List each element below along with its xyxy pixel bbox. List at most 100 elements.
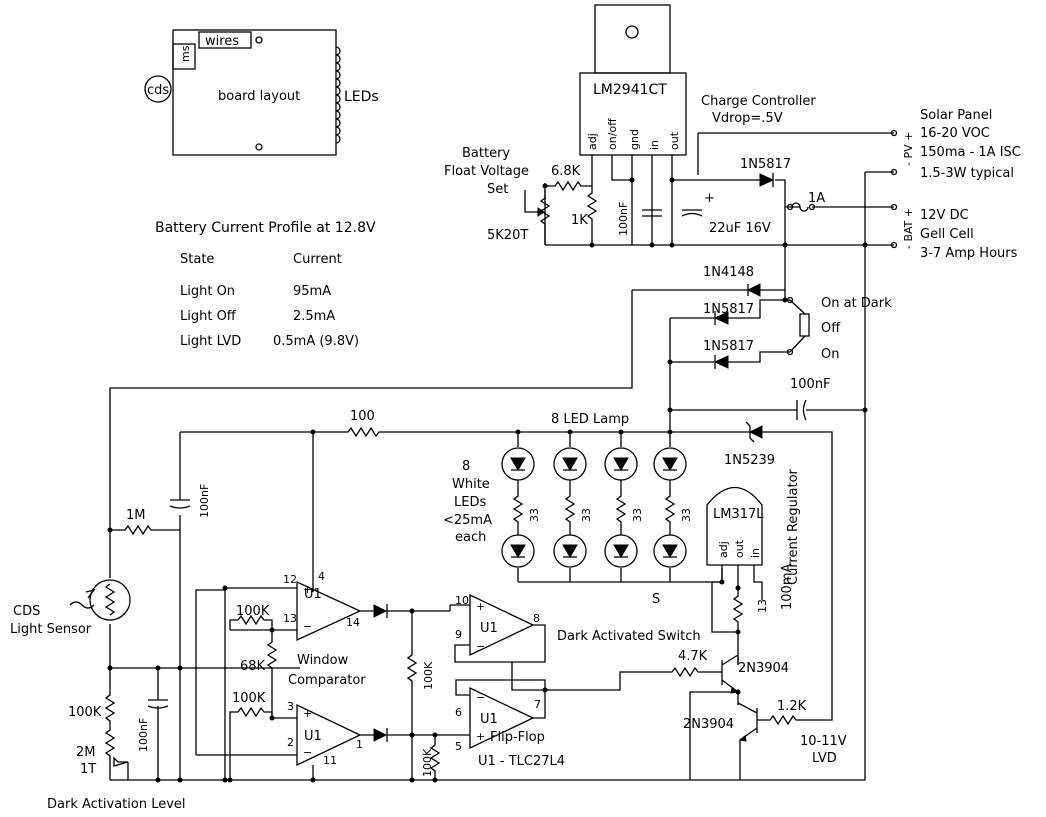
profile-title: Battery Current Profile at 12.8V (155, 220, 376, 236)
lm317-pin-label: adj (717, 541, 730, 558)
board-wires-label: wires (205, 34, 239, 49)
lm317-pin-label: in (749, 548, 762, 558)
cds-label-2: Light Sensor (10, 622, 92, 637)
profile-row-state: Light On (180, 284, 235, 299)
pin-label: 14 (346, 616, 360, 629)
pin-label: 11 (323, 754, 337, 767)
profile-row-state: Light LVD (180, 334, 241, 349)
resistor-68k (266, 630, 278, 718)
dark-switch-label: Dark Activated Switch (557, 629, 701, 644)
resistor-6k8 (545, 180, 592, 192)
resistor-100-label: 100 (350, 409, 375, 424)
capacitor-label: 100nF (137, 718, 150, 752)
diode-label: 1N4148 (703, 265, 754, 280)
resistor-1k-label: 1K (571, 213, 588, 228)
lm317-label: Current Regulator (786, 468, 801, 585)
svg-text:−: − (303, 620, 312, 633)
resistor-6k8-label: 6.8K (551, 164, 581, 179)
led-string: 33 (604, 432, 644, 582)
diode-1n5817-on (713, 355, 729, 369)
capacitor-label: 100nF (198, 484, 211, 518)
board-leds-label: LEDs (344, 89, 379, 105)
svg-text:−: − (476, 691, 485, 704)
resistor-label: 68K (240, 659, 266, 674)
resistor-1k2 (737, 703, 812, 726)
switch-off: Off (821, 321, 841, 336)
comparator-label: Comparator (288, 673, 366, 688)
float-label-2: Float Voltage (444, 164, 529, 179)
capacitor-100nf-left (169, 499, 191, 509)
capacitor-label: 100nF (617, 202, 630, 236)
pot-2m-label: 2M (76, 745, 96, 760)
svg-text:−: − (303, 746, 312, 759)
led-resistor-label: 33 (528, 508, 541, 522)
opamp-label: U1 (304, 587, 322, 602)
resistor-100k-ff (406, 611, 418, 780)
lm317-current: 100mA (780, 564, 795, 610)
opamp-u1-flipflop: U1 − + (469, 686, 535, 750)
diode-1n5817-charge (759, 173, 775, 187)
battery-type: Gell Cell (920, 227, 974, 242)
regulator-pin-label: out (668, 131, 681, 150)
resistor-1m-label: 1M (126, 508, 146, 523)
resistor-13 (732, 588, 744, 632)
capacitor-22uf (681, 209, 703, 217)
lamp-desc: White (452, 477, 490, 492)
battery-capacity: 3-7 Amp Hours (920, 246, 1018, 261)
pin-label: 2 (287, 736, 294, 749)
lamp-desc: LEDs (454, 495, 486, 510)
resistor-1m (110, 432, 181, 780)
profile-header-current: Current (293, 252, 342, 267)
regulator-pin-label: adj (586, 133, 599, 150)
svg-text:+: + (476, 730, 485, 743)
board-cds-label: cds (147, 83, 169, 98)
resistor-1k (586, 183, 598, 245)
solar-power: 1.5-3W typical (920, 166, 1014, 181)
pot-1t-label: 1T (80, 762, 96, 777)
fuse-label: 1A (808, 191, 825, 206)
regulator-name: LM2941CT (593, 82, 667, 98)
capacitor-100nf (642, 209, 662, 217)
resistor-100k-ff2 (429, 735, 441, 780)
transistor-2n3904-lower (737, 702, 758, 780)
led-resistor-label: 33 (631, 508, 644, 522)
resistor-100k-pot (104, 667, 300, 780)
charge-controller-label: Charge Controller (701, 94, 816, 109)
lm2941-regulator: LM2941CT adj on/off gnd in out (579, 4, 687, 245)
resistor-100k-upper (229, 614, 297, 631)
diode-label: 1N5817 (703, 302, 754, 317)
opamp-label: U1 (480, 712, 498, 727)
diode-1n4148-upper (373, 604, 388, 618)
diode-1n5817-off (713, 311, 729, 325)
switch-on-at-dark: On at Dark (821, 296, 892, 311)
diode-1n4148-switch (746, 283, 761, 297)
led-string: 33 (501, 432, 541, 582)
svg-text:+: + (303, 707, 312, 720)
profile-header-state: State (180, 252, 214, 267)
opamp-u1-switch: U1 +− (469, 593, 535, 657)
diode-label: 1N5817 (740, 157, 791, 172)
opamp-u1-upper: U1 +− (296, 580, 362, 642)
opamp-label: U1 (304, 729, 322, 744)
mode-switch[interactable] (786, 296, 810, 356)
lamp-desc: each (455, 530, 486, 545)
flipflop-label: Flip-Flop (490, 730, 545, 745)
pin-label: 9 (455, 628, 462, 641)
lm317-name: LM317L (713, 507, 764, 522)
float-label-3: Set (487, 182, 508, 197)
capacitor-100nf-bottom (147, 668, 169, 780)
transistor-label: 2N3904 (683, 717, 734, 732)
diode-1n4148-lower (373, 728, 388, 742)
cds-light-sensor (69, 579, 131, 621)
solar-isc: 150ma - 1A ISC (920, 145, 1021, 160)
lamp-desc: <25mA (443, 513, 492, 528)
solar-panel-label: Solar Panel (920, 108, 992, 123)
profile-row-current: 2.5mA (293, 309, 335, 324)
capacitor-100nf-top (670, 399, 865, 421)
led-string: 33 (653, 432, 693, 582)
capacitor-plus: + (704, 191, 715, 206)
pin-label: 3 (287, 700, 294, 713)
pin-label: 12 (283, 573, 297, 586)
solar-voc: 16-20 VOC (920, 126, 990, 141)
